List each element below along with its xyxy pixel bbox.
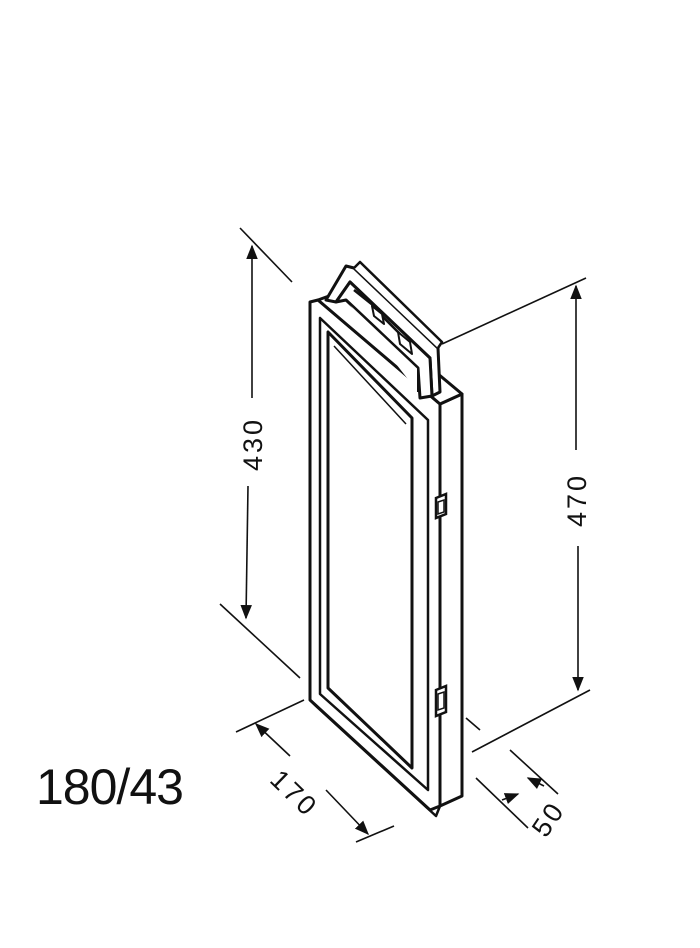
handle-bracket [324, 260, 444, 400]
model-number-label: 180/43 [36, 759, 184, 815]
dimension-label-170: 170 [264, 764, 324, 823]
dimension-label-470: 470 [562, 473, 592, 527]
dimension-label-430: 430 [238, 417, 268, 471]
side-clips [434, 492, 448, 718]
dimension-label-50: 50 [526, 796, 571, 843]
dimension-lines [219, 227, 591, 843]
